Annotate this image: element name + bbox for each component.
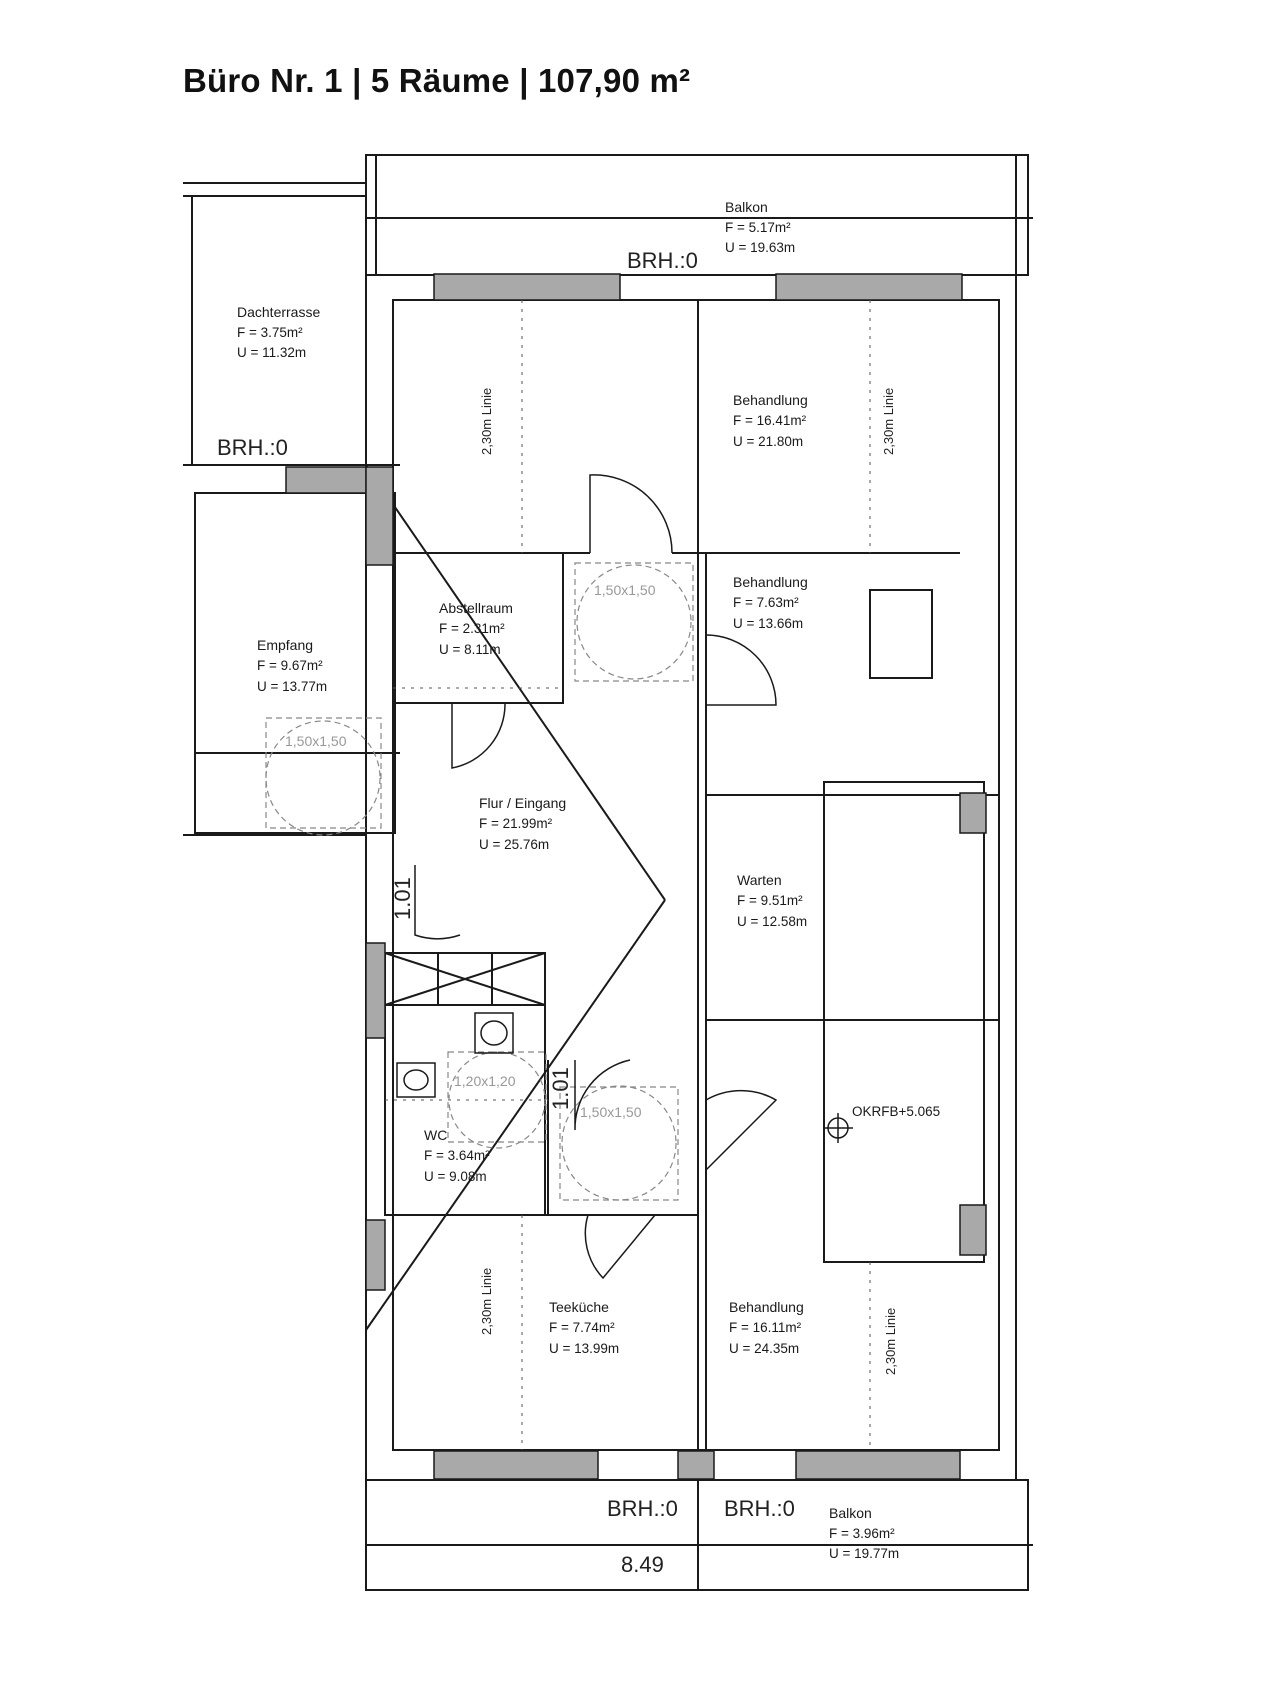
turning-area-box bbox=[574, 562, 694, 682]
turning-area-box bbox=[559, 1086, 679, 1201]
room-perimeter: U = 19.63m bbox=[725, 240, 795, 255]
turning-label: 1,50x1,50 bbox=[594, 582, 656, 598]
sink-icon bbox=[474, 1012, 514, 1054]
abstellraum-outline bbox=[392, 552, 564, 704]
line-label: 2,30m Linie bbox=[479, 1268, 494, 1335]
room-name: Dachterrasse bbox=[237, 304, 320, 320]
door-dimension: 1.01 bbox=[548, 1067, 573, 1110]
room-area: F = 7.63m² bbox=[733, 595, 799, 610]
window-block bbox=[365, 466, 394, 566]
window-block bbox=[775, 273, 963, 301]
room-name: Abstellraum bbox=[439, 600, 513, 616]
width-dimension: 8.49 bbox=[621, 1552, 664, 1577]
door-swing bbox=[705, 634, 777, 706]
room-name: Warten bbox=[737, 872, 782, 888]
room-perimeter: U = 19.77m bbox=[829, 1546, 899, 1561]
room-name: Balkon bbox=[829, 1505, 872, 1521]
warten-frame bbox=[823, 781, 985, 1263]
door-swing bbox=[705, 1089, 778, 1171]
diagonal-lower bbox=[365, 899, 666, 1331]
brh-label: BRH.:0 bbox=[724, 1496, 795, 1521]
door-swing bbox=[584, 1214, 656, 1280]
line-label: 2,30m Linie bbox=[881, 388, 896, 455]
window-block bbox=[959, 1204, 987, 1256]
window-block bbox=[365, 1219, 386, 1291]
brh-label: BRH.:0 bbox=[627, 248, 698, 273]
page-title: Büro Nr. 1 | 5 Räume | 107,90 m² bbox=[183, 62, 691, 99]
window-block bbox=[959, 792, 987, 834]
room-area: F = 7.74m² bbox=[549, 1320, 615, 1335]
turning-area-box bbox=[447, 1051, 547, 1143]
room-perimeter: U = 13.99m bbox=[549, 1341, 619, 1356]
toilet-icon bbox=[396, 1062, 436, 1098]
room-name: Flur / Eingang bbox=[479, 795, 566, 811]
line-label: 2,30m Linie bbox=[479, 388, 494, 455]
room-perimeter: U = 13.66m bbox=[733, 616, 803, 631]
room-area: F = 9.51m² bbox=[737, 893, 803, 908]
outer-wall-inner bbox=[392, 299, 1000, 1451]
window-block bbox=[433, 1450, 599, 1480]
room-area: F = 5.17m² bbox=[725, 220, 791, 235]
line-label: 2,30m Linie bbox=[883, 1308, 898, 1375]
door-dimension: 1.01 bbox=[390, 877, 415, 920]
room-name: Empfang bbox=[257, 637, 313, 653]
brh-label: BRH.:0 bbox=[607, 1496, 678, 1521]
door-swing bbox=[451, 702, 506, 769]
room-perimeter: U = 9.08m bbox=[424, 1169, 487, 1184]
turning-label: 1,50x1,50 bbox=[580, 1104, 642, 1120]
turning-label: 1,20x1,20 bbox=[454, 1073, 516, 1089]
room-area: F = 9.67m² bbox=[257, 658, 323, 673]
turning-circle bbox=[448, 1051, 546, 1149]
outer-wall bbox=[365, 274, 1017, 1481]
room-name: WC bbox=[424, 1127, 447, 1143]
room-area: F = 16.11m² bbox=[729, 1320, 802, 1335]
room-area: F = 3.64m² bbox=[424, 1148, 490, 1163]
turning-circle bbox=[576, 564, 692, 680]
room-name: Teeküche bbox=[549, 1299, 609, 1315]
turning-circle bbox=[561, 1085, 677, 1201]
room-area: F = 3.75m² bbox=[237, 325, 303, 340]
diagonal-upper bbox=[365, 464, 666, 901]
room-area: F = 2.31m² bbox=[439, 621, 505, 636]
room-area: F = 16.41m² bbox=[733, 413, 807, 428]
room-perimeter: U = 12.58m bbox=[737, 914, 807, 929]
room-perimeter: U = 13.77m bbox=[257, 679, 327, 694]
room-perimeter: U = 24.35m bbox=[729, 1341, 799, 1356]
toilet-bowl bbox=[403, 1069, 429, 1091]
room-perimeter: U = 21.80m bbox=[733, 434, 803, 449]
room-perimeter: U = 8.11m bbox=[439, 642, 501, 657]
door-swing bbox=[589, 474, 673, 554]
sink-bowl bbox=[480, 1020, 508, 1046]
room-name: Behandlung bbox=[729, 1299, 804, 1315]
window-block bbox=[433, 273, 621, 301]
window-block bbox=[365, 942, 386, 1039]
door-swing bbox=[414, 865, 461, 940]
brh-label: BRH.:0 bbox=[217, 435, 288, 460]
level-marker-label: OKRFB+5.065 bbox=[852, 1104, 940, 1119]
room-perimeter: U = 25.76m bbox=[479, 837, 549, 852]
room-name: Balkon bbox=[725, 199, 768, 215]
shaft-x2 bbox=[384, 952, 546, 1006]
room-perimeter: U = 11.32m bbox=[237, 345, 306, 360]
window-block bbox=[677, 1450, 715, 1480]
window-block bbox=[795, 1450, 961, 1480]
room-area: F = 3.96m² bbox=[829, 1526, 895, 1541]
turning-label: 1,50x1,50 bbox=[285, 733, 347, 749]
turning-circle bbox=[265, 720, 381, 836]
door-swing bbox=[574, 1059, 631, 1131]
room-name: Behandlung bbox=[733, 574, 808, 590]
room-name: Behandlung bbox=[733, 392, 808, 408]
desk-box bbox=[869, 589, 933, 679]
room-area: F = 21.99m² bbox=[479, 816, 553, 831]
window-block bbox=[285, 466, 367, 494]
